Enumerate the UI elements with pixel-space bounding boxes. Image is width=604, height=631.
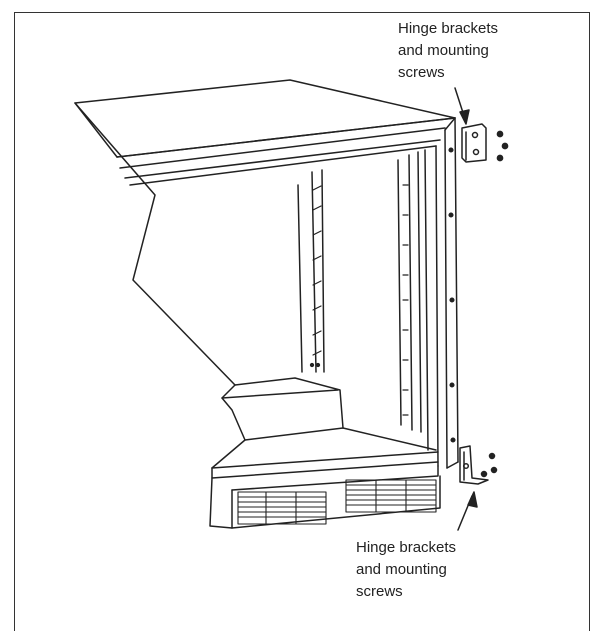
cabinet-lower-front <box>209 377 441 529</box>
top-callout-line-3: screws <box>398 64 445 81</box>
top-callout-line-1: Hinge brackets <box>398 20 499 37</box>
top-callout-arrow <box>454 87 470 125</box>
top-hinge-bracket <box>461 123 487 163</box>
top-callout-label: Hinge brackets and mounting screws <box>398 18 498 84</box>
bottom-callout-line-3: screws <box>356 583 403 600</box>
bottom-hinge-bracket <box>459 445 489 485</box>
top-mounting-screws <box>496 130 509 162</box>
bottom-callout-arrow <box>457 491 478 531</box>
bottom-callout-label: Hinge brackets and mounting screws <box>356 537 456 603</box>
cabinet-top-panel <box>74 79 456 186</box>
bottom-callout-line-2: and mounting <box>356 561 447 578</box>
top-callout-line-2: and mounting <box>398 42 489 59</box>
vent-grille-left <box>237 491 327 525</box>
cabinet-left-side <box>74 102 456 386</box>
interior-rail-right <box>397 151 422 433</box>
door-frame <box>424 117 459 469</box>
interior-rail-left <box>297 169 325 373</box>
bottom-callout-line-1: Hinge brackets <box>356 539 457 556</box>
bottom-mounting-screws <box>480 452 498 478</box>
diagram-frame <box>14 12 590 631</box>
vent-grille-right <box>345 479 437 513</box>
